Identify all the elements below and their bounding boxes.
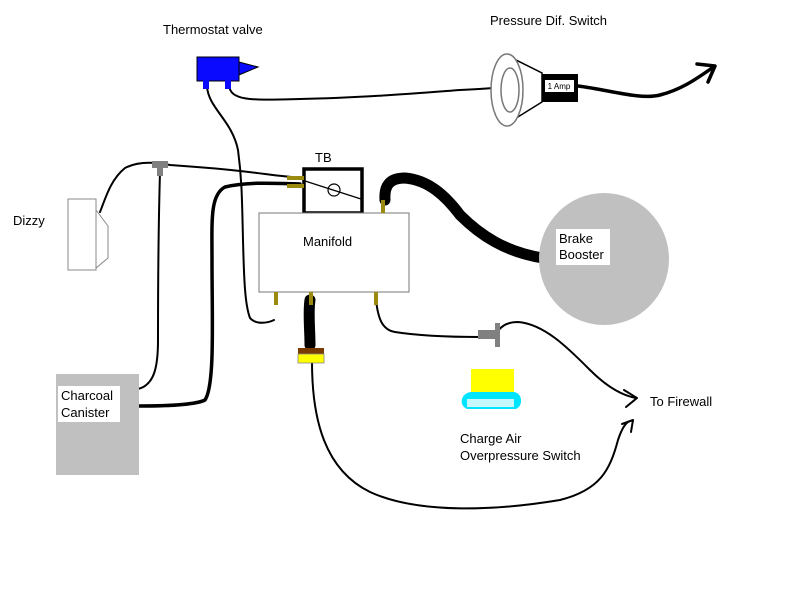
hose-dizzy-to-tb xyxy=(99,161,301,213)
dizzy-distributor xyxy=(67,198,109,271)
hose-tee-to-canister xyxy=(137,171,161,390)
hose-canister-to-tb xyxy=(137,181,302,408)
charge-air-overpressure-switch xyxy=(461,323,522,409)
vacuum-filter xyxy=(297,348,325,364)
arrowhead-firewall-upper xyxy=(623,389,638,408)
manifold-label: Manifold xyxy=(303,234,353,249)
hose-filter-to-firewall xyxy=(311,361,629,510)
canister-label-line2: Canister xyxy=(61,405,110,420)
hose-charge-air-to-firewall xyxy=(494,321,637,399)
fuse-label: 1 Amp xyxy=(548,82,571,91)
charge-air-label-line2: Overpressure Switch xyxy=(460,448,581,463)
hose-tb-to-brake-booster xyxy=(379,172,549,264)
hose-thermostat-to-pressure-switch xyxy=(228,84,504,101)
thermostat-valve-label: Thermostat valve xyxy=(163,22,263,37)
charge-air-label-line1: Charge Air xyxy=(460,431,522,446)
pressure-dif-switch: 1 Amp xyxy=(490,53,578,127)
brake-booster-label-line1: Brake xyxy=(559,231,593,246)
to-firewall-label: To Firewall xyxy=(650,394,713,409)
throttle-body xyxy=(287,167,364,215)
wire-pressure-switch-out xyxy=(576,66,714,99)
canister-label-box xyxy=(58,386,120,422)
arrowhead-firewall-lower xyxy=(621,419,634,433)
tb-label: TB xyxy=(315,150,332,165)
thermostat-valve xyxy=(196,56,260,89)
pressure-switch-label: Pressure Dif. Switch xyxy=(490,13,608,28)
dizzy-label: Dizzy xyxy=(13,213,45,228)
brake-booster-label-line2: Booster xyxy=(559,247,604,262)
hose-manifold-to-filter xyxy=(303,294,316,351)
canister-label-line1: Charcoal xyxy=(61,388,114,403)
hose-thermostat-to-manifold xyxy=(206,85,275,324)
arrowhead-wire-out xyxy=(695,62,717,84)
brake-booster-label-box xyxy=(556,229,610,265)
vacuum-tee-fitting xyxy=(152,161,168,176)
manifold xyxy=(258,200,410,305)
